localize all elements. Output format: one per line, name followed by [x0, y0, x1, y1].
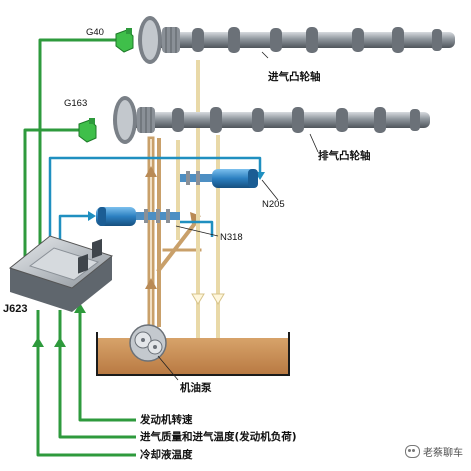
leader-lines	[157, 51, 319, 381]
engine-control-unit	[8, 235, 114, 312]
input-engine-speed: 发动机转速	[140, 414, 193, 426]
wechat-icon	[405, 445, 420, 458]
sensor-wires	[23, 38, 121, 262]
watermark-text: 老蔡聊车	[423, 448, 463, 459]
n205-label: N205	[262, 199, 285, 210]
control-wires	[48, 156, 262, 248]
g40-sensor	[115, 28, 134, 53]
oil-pump-label: 机油泵	[180, 382, 212, 394]
intake-camshaft	[138, 16, 455, 64]
oil-sump	[96, 332, 290, 376]
n318-solenoid-valve	[96, 207, 180, 226]
n205-solenoid-valve	[180, 169, 258, 188]
oil-pump	[129, 324, 167, 362]
j623-label: J623	[3, 303, 28, 315]
return-lines	[176, 60, 225, 338]
input-wire-arrows	[32, 303, 86, 347]
g163-label: G163	[64, 98, 88, 109]
g40-label: G40	[86, 27, 104, 38]
oil-lines	[147, 136, 202, 329]
exhaust-camshaft-label: 排气凸轮轴	[318, 150, 371, 162]
exhaust-camshaft	[113, 96, 430, 144]
input-wires	[36, 310, 136, 457]
n318-wire-arrow	[88, 211, 96, 221]
input-coolant-temp: 冷却液温度	[140, 449, 193, 461]
exhaust-camshaft-adjuster	[113, 96, 155, 144]
n318-label: N318	[220, 232, 243, 243]
intake-camshaft-adjuster	[138, 16, 180, 64]
intake-camshaft-label: 进气凸轮轴	[268, 71, 321, 83]
g163-sensor	[78, 118, 97, 143]
input-intake-mass-temp: 进气质量和进气温度(发动机负荷)	[140, 431, 297, 443]
watermark: 老蔡聊车	[405, 444, 463, 459]
